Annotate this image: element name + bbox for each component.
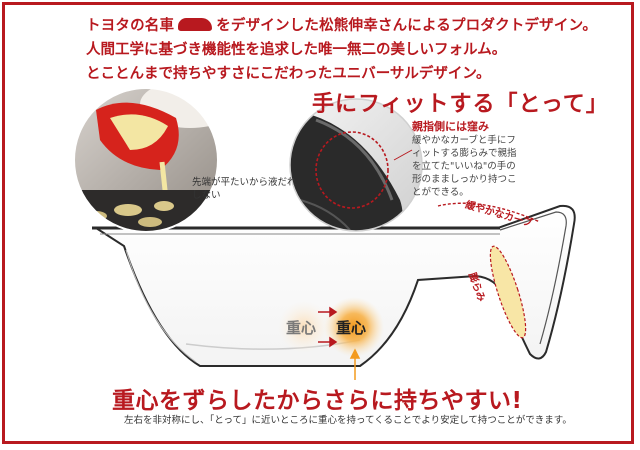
old-center-of-gravity-label: 重心 [286,319,317,337]
photo-border [73,87,219,233]
cg-old-glow [278,301,330,353]
footer-headline: 重心をずらしたからさらに持ちやすい! [112,388,523,414]
footer-note: 左右を非対称にし、「とって」に近いところに重心を持ってくることでより安定して持つ… [124,415,572,426]
handle-title: 手にフィットする「とって」 [312,92,609,117]
thumb-dent-title: 親指側には窪み [412,120,489,133]
spout-caption: 先端が平たいから液だれしない [192,177,297,201]
handle-closeup-photo [290,99,422,231]
red-frame [2,2,634,444]
thumb-dent-marker [315,131,389,209]
headline-text-a: トヨタの名車 [86,18,175,34]
new-center-of-gravity-label: 重心 [336,319,367,337]
headline-line-2: 人間工学に基づき機能性を追求した唯一無二の美しいフォルム。 [86,42,507,58]
thumb-callout-line [393,149,413,161]
red-car-icon [178,18,213,31]
pouring-photo [74,88,218,232]
handle-description: 緩やかなカーブと手にフィットする膨らみで親指を立てた"いいね"の手の形のまましっ… [412,135,517,198]
cg-new-glow [324,297,384,357]
inset-border [289,98,423,232]
headline-text-b: をデザインした松熊伸幸さんによるプロダクトデザイン。 [216,18,598,34]
headline-line-3: とことんまで持ちやすさにこだわったユニバーサルデザイン。 [86,66,491,82]
headline-line-1: トヨタの名車 をデザインした松熊伸幸さんによるプロダクトデザイン。 [86,14,597,35]
cg-shift-arrows [318,306,361,380]
